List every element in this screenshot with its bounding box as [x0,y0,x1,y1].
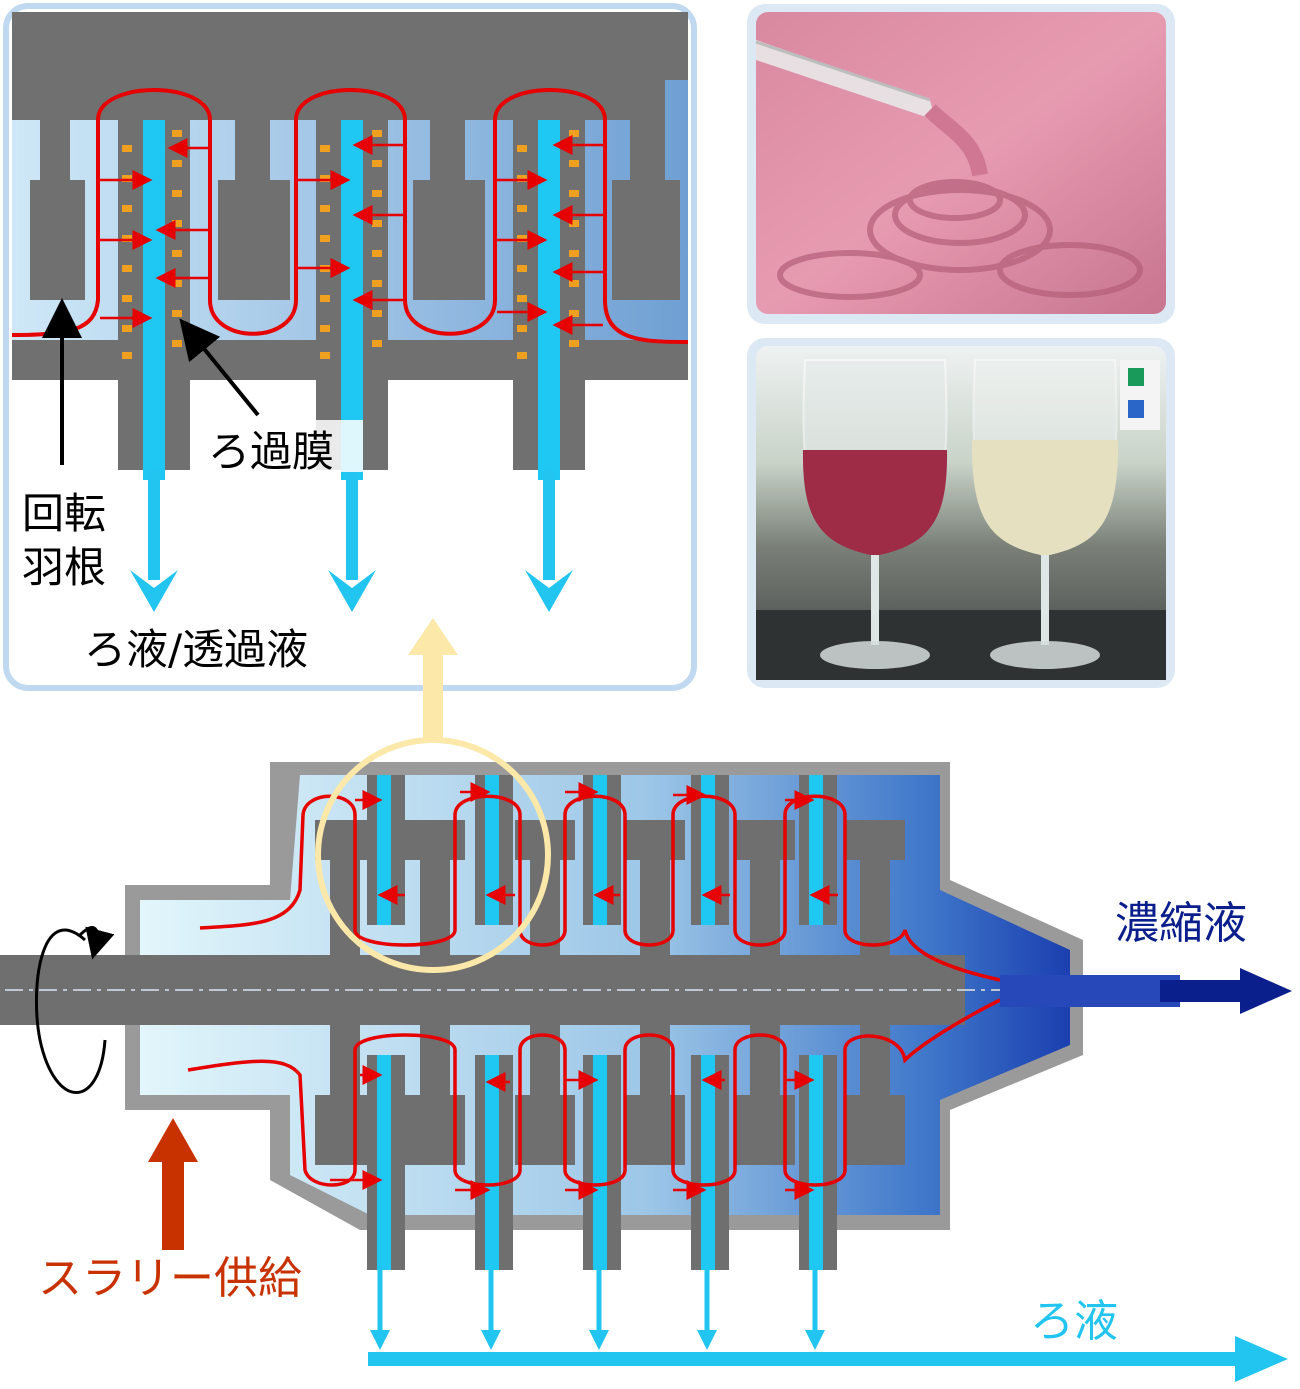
inset-flow-line [11,88,689,344]
concentrate-label: 濃縮液 [1115,898,1247,949]
inset-membrane-pads [122,130,579,359]
filtrate-permeate-label: ろ液/透過液 [84,625,308,674]
concentrate-arrow [1000,968,1292,1014]
rotor-label-line2: 羽根 [22,543,106,592]
membrane-label: ろ過膜 [208,427,334,476]
inset-filtrate-arrows [130,470,573,612]
filtrate-outlet-arrows [370,1270,825,1350]
membrane-pointer [179,318,260,417]
inset-panel: ろ過膜 回転 羽根 ろ液/透過液 [3,3,697,691]
inset-rotor-blades [30,80,680,300]
pink-slurry-photo [747,4,1175,324]
wine-glasses-photo [747,338,1175,688]
flow-line-lower [187,998,1001,1187]
rotor-label-line1: 回転 [22,489,106,538]
filter-machine [0,618,1292,1382]
flow-line-upper [199,794,1001,982]
rotation-icon [35,928,107,1094]
permeation-arrows-main [330,782,838,1200]
membrane-plates-lower [367,1055,837,1270]
filtrate-label: ろ液 [1030,1296,1118,1347]
slurry-feed-arrow [148,1118,198,1250]
slurry-feed-label: スラリー供給 [38,1253,302,1304]
inset-housing-top [12,12,688,120]
inset-permeation-arrows [100,135,603,335]
filtrate-main-arrow [368,1336,1288,1382]
highlight-up-arrow [408,618,458,742]
